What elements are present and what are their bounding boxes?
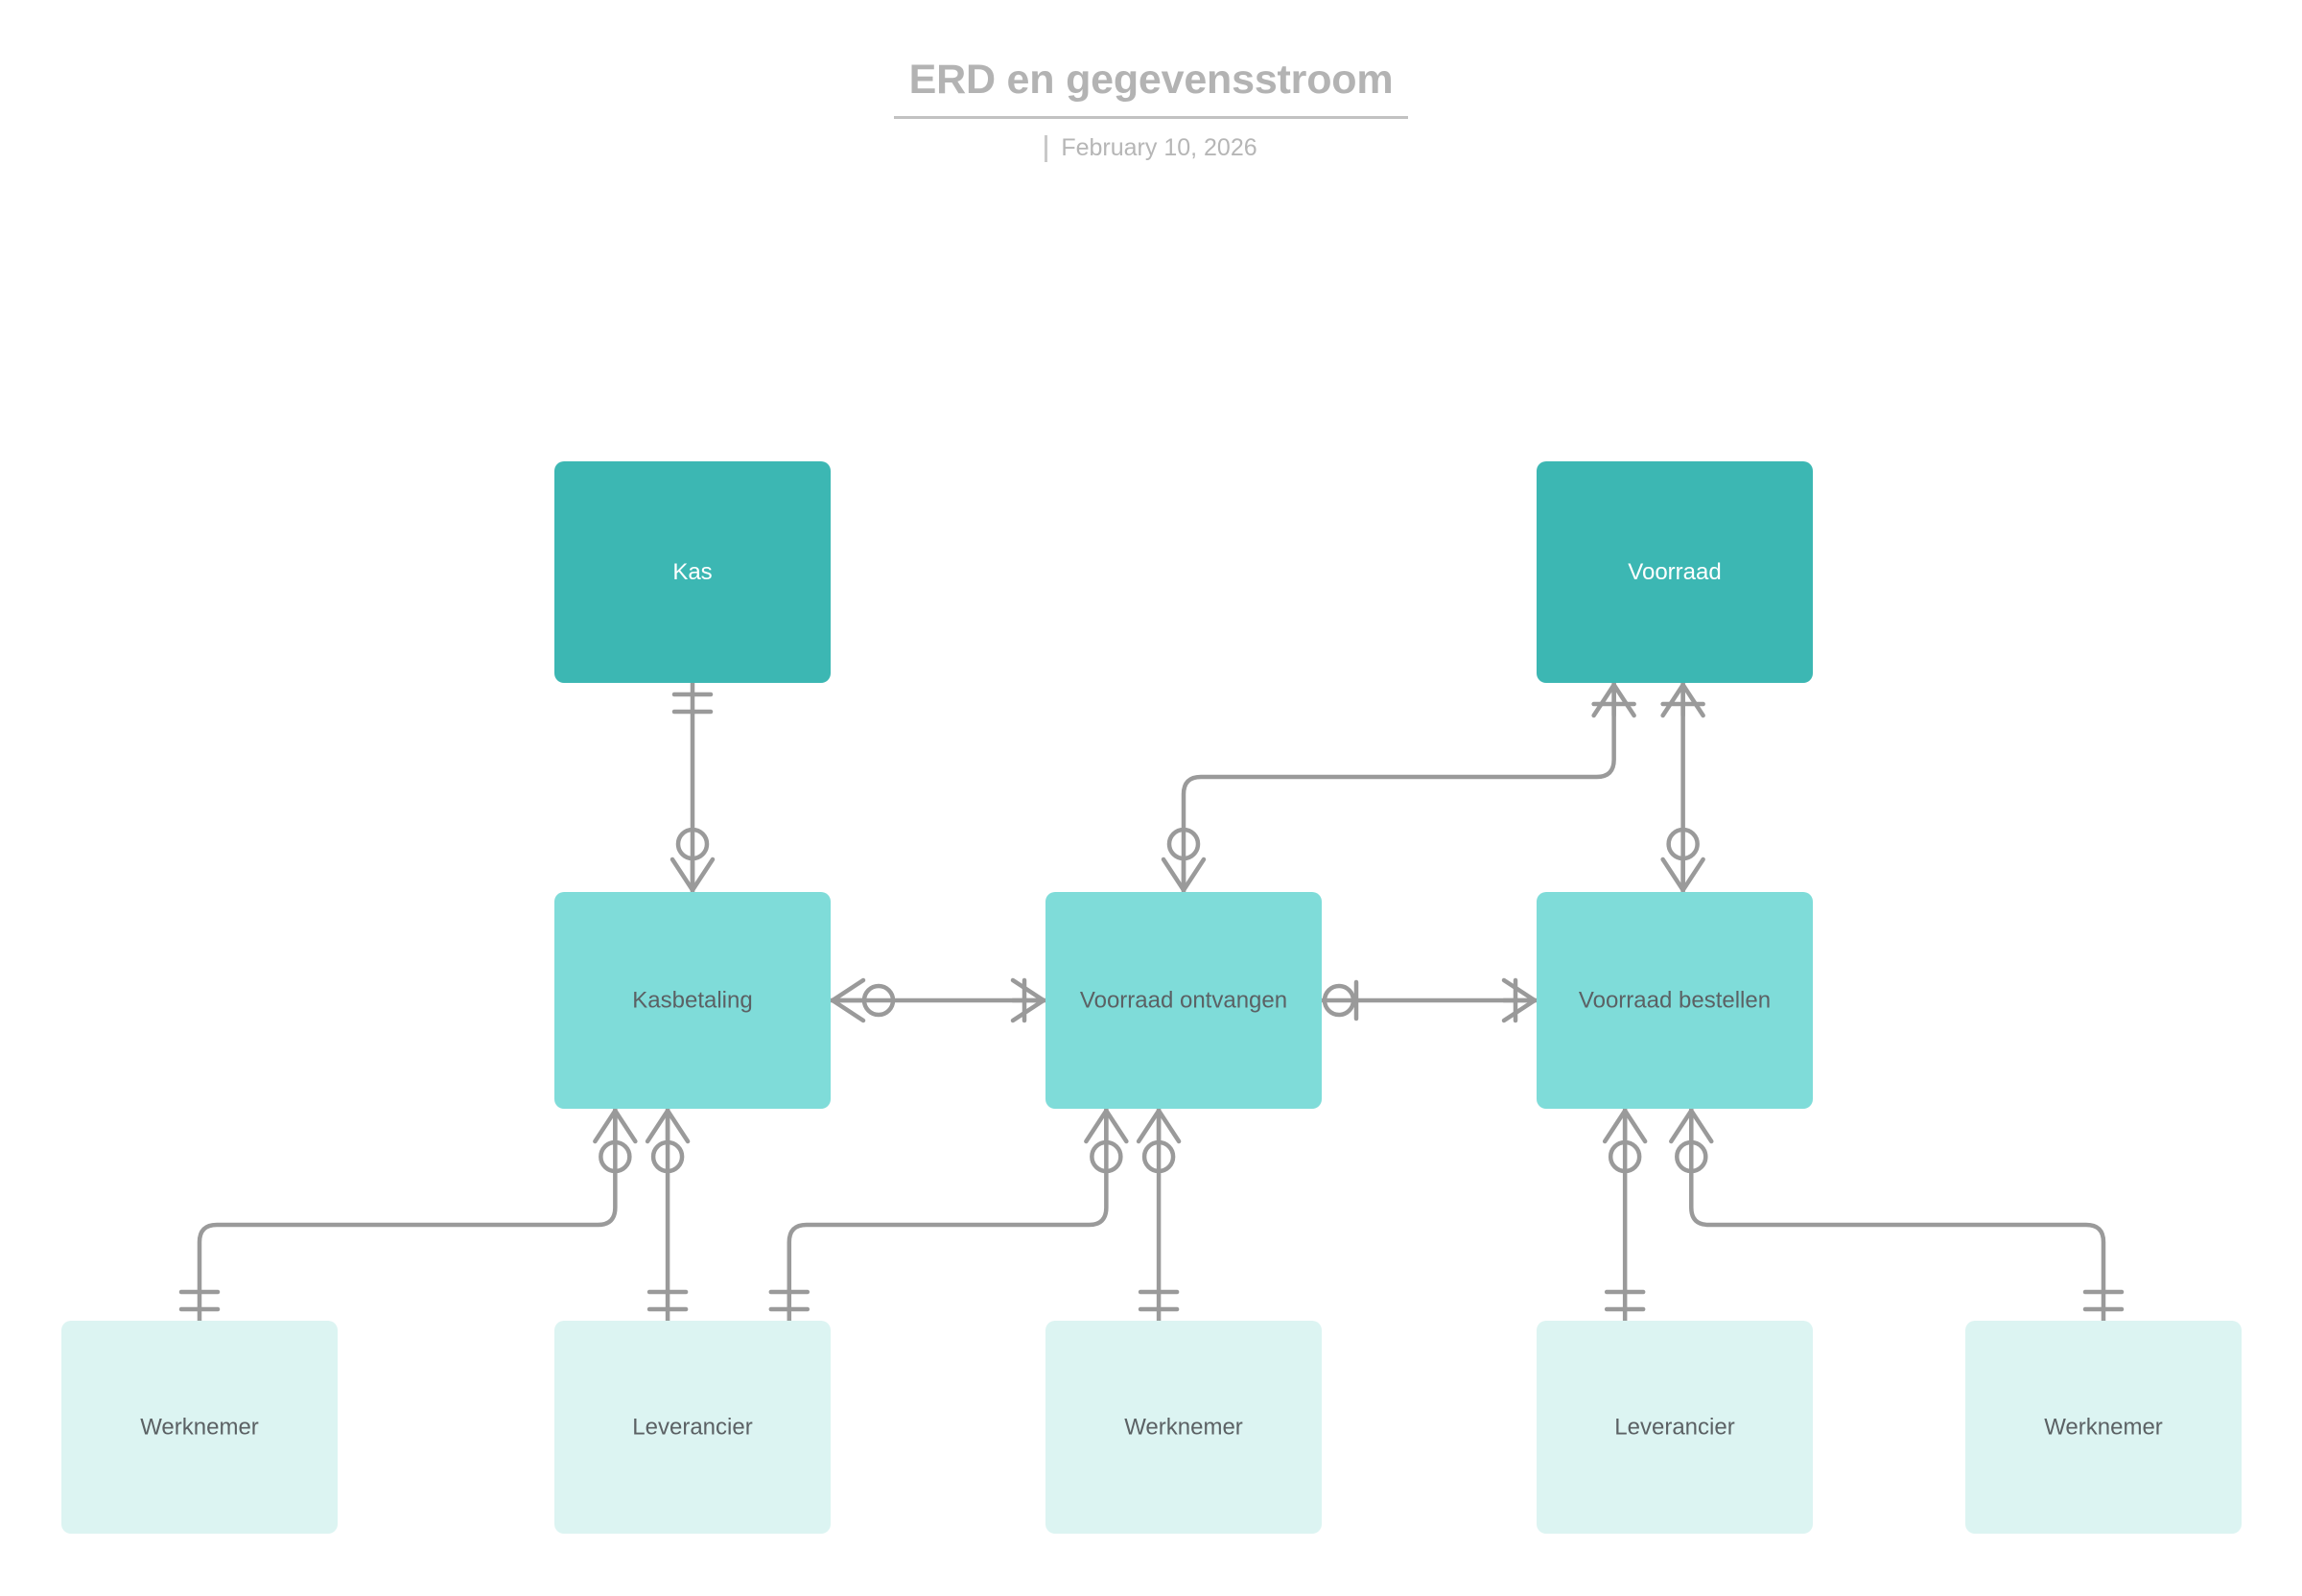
cardinality-one-and-only-one	[1604, 1289, 1646, 1312]
entity-kas[interactable]: Kas	[554, 461, 831, 683]
cardinality-zero-or-many	[1602, 1108, 1648, 1174]
entity-box[interactable]	[1045, 892, 1322, 1109]
entity-leverancier-2[interactable]: Leverancier	[1537, 1321, 1813, 1534]
cardinality-zero-or-many	[645, 1108, 691, 1174]
entity-label: Voorraad	[1628, 559, 1721, 585]
entity-box[interactable]	[554, 1321, 831, 1534]
cardinality-one-and-only-one	[2082, 1289, 2125, 1312]
cardinality-zero-or-many	[1084, 1108, 1129, 1174]
cardinality-one-and-only-one	[1138, 1289, 1180, 1312]
cardinality-one-and-only-one	[178, 1289, 221, 1312]
entity-label: Werknemer	[140, 1415, 259, 1441]
cardinality-one-and-only-one	[671, 692, 714, 715]
cardinality-zero-or-one	[1322, 979, 1359, 1021]
entity-voorraad-bestellen[interactable]: Voorraad bestellen	[1537, 892, 1813, 1109]
entity-box[interactable]	[1537, 892, 1813, 1109]
entity-leverancier-1[interactable]: Leverancier	[554, 1321, 831, 1534]
document-date-row: February 10, 2026	[0, 134, 2302, 162]
entity-voorraad-ontvangen[interactable]: Voorraad ontvangen	[1045, 892, 1322, 1109]
cardinality-one-or-many	[1010, 977, 1046, 1023]
entity-box[interactable]	[1537, 1321, 1813, 1534]
entity-label: Kas	[672, 559, 712, 585]
entity-kasbetaling[interactable]: Kasbetaling	[554, 892, 831, 1109]
connector-line	[1181, 680, 1616, 895]
date-divider-icon	[1045, 134, 1048, 162]
connector-layer	[178, 680, 2125, 1324]
entity-box[interactable]	[1045, 1321, 1322, 1534]
cardinality-one-or-many	[1591, 682, 1636, 718]
entity-label: Kasbetaling	[632, 988, 752, 1014]
connector-line	[787, 1106, 1109, 1324]
cardinality-one-or-many	[1660, 682, 1705, 718]
cardinality-one-or-many	[1501, 977, 1538, 1023]
entity-label: Voorraad bestellen	[1579, 988, 1771, 1014]
cardinality-zero-or-many	[1136, 1108, 1182, 1174]
entity-werknemer-2[interactable]: Werknemer	[1045, 1321, 1322, 1534]
entity-box[interactable]	[61, 1321, 338, 1534]
entity-label: Werknemer	[2044, 1415, 2163, 1441]
cardinality-zero-or-many	[1669, 1108, 1714, 1174]
entity-voorraad[interactable]: Voorraad	[1537, 461, 1813, 683]
entity-label: Werknemer	[1124, 1415, 1243, 1441]
cardinality-zero-or-many	[669, 827, 716, 893]
document-header: ERD en gegevensstroom February 10, 2026	[0, 0, 2302, 162]
entity-werknemer-3[interactable]: Werknemer	[1965, 1321, 2242, 1534]
document-date: February 10, 2026	[1061, 134, 1257, 161]
title-underline-wrap: ERD en gegevensstroom	[893, 57, 1409, 119]
cardinality-zero-or-many	[1161, 827, 1207, 893]
entity-werknemer-1[interactable]: Werknemer	[61, 1321, 338, 1534]
entity-box[interactable]	[554, 461, 831, 683]
connector-line	[197, 1106, 618, 1324]
entity-label: Voorraad ontvangen	[1080, 988, 1287, 1014]
cardinality-one-and-only-one	[768, 1289, 810, 1312]
cardinality-one-and-only-one	[646, 1289, 689, 1312]
cardinality-zero-or-many	[830, 977, 896, 1023]
entity-box[interactable]	[1537, 461, 1813, 683]
cardinality-zero-or-many	[593, 1108, 638, 1174]
entity-box[interactable]	[1965, 1321, 2242, 1534]
cardinality-zero-or-many	[1660, 827, 1705, 893]
entity-label: Leverancier	[1614, 1415, 1734, 1441]
page-title: ERD en gegevensstroom	[908, 57, 1394, 103]
connector-line	[1689, 1106, 2106, 1324]
entity-box[interactable]	[554, 892, 831, 1109]
entity-label: Leverancier	[632, 1415, 752, 1441]
